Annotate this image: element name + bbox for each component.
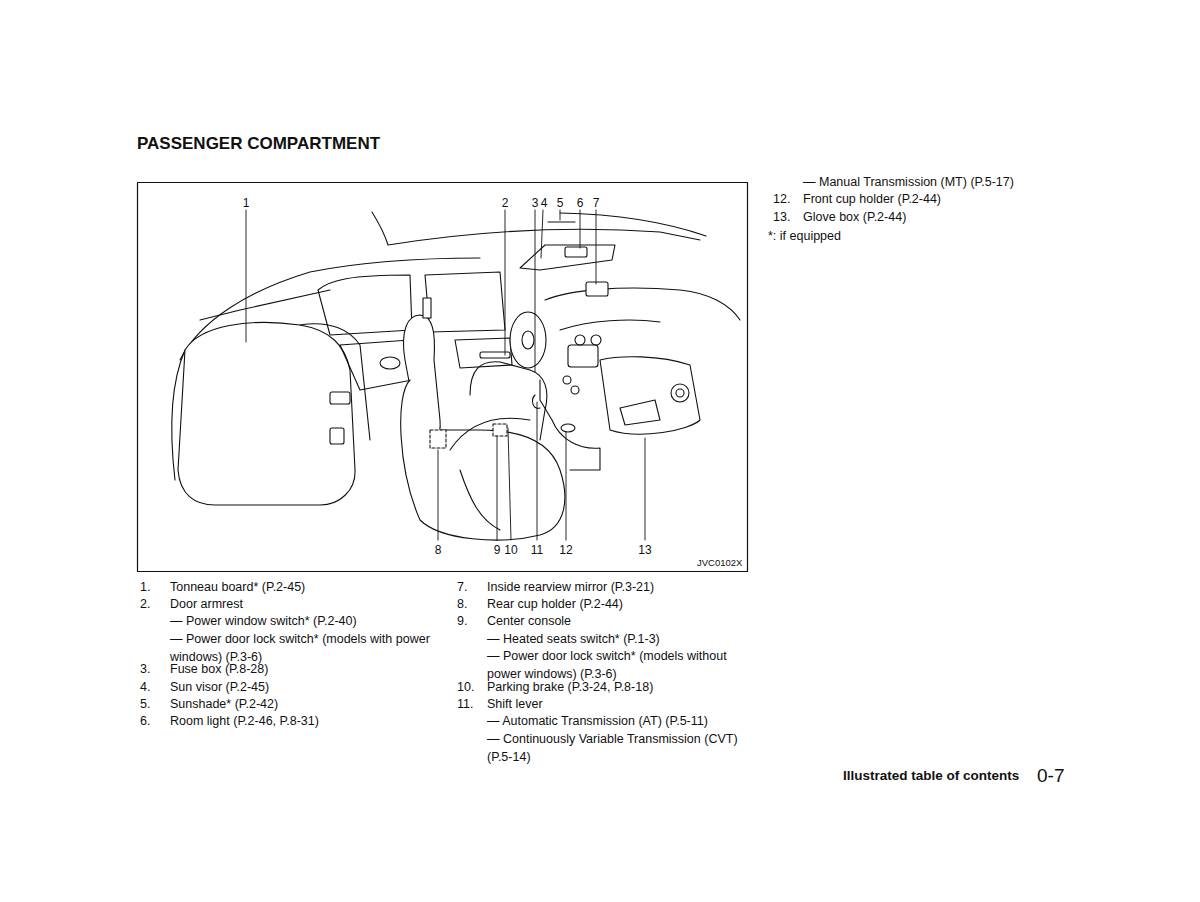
item-number: 12. [773, 191, 790, 209]
page-title: PASSENGER COMPARTMENT [137, 134, 380, 154]
page-number: 0-7 [1037, 766, 1064, 786]
callout-number: 13 [637, 544, 652, 556]
footnote: *: if equipped [768, 228, 841, 246]
item-number: 5. [140, 696, 150, 714]
section-footer: Illustrated table of contents [843, 768, 1019, 784]
item-number: 8. [457, 596, 467, 614]
item-text: Front cup holder (P.2-44) [803, 191, 941, 209]
item-text: Shift lever [487, 696, 543, 714]
item-text: Glove box (P.2-44) [803, 209, 906, 227]
sub-item: — Continuously Variable Transmission (CV… [487, 731, 749, 766]
item-number: 9. [457, 613, 467, 631]
item-text: Parking brake (P.3-24, P.8-18) [487, 679, 653, 697]
callout-number: 3 [531, 197, 540, 209]
callout-number: 6 [576, 197, 585, 209]
item-text: Inside rearview mirror (P.3-21) [487, 579, 654, 597]
sub-item: — Power window switch* (P.2-40) [170, 613, 357, 631]
item-text: Sun visor (P.2-45) [170, 679, 269, 697]
callout-number: 10 [503, 544, 518, 556]
callout-number: 5 [556, 197, 565, 209]
item-number: 7. [457, 579, 467, 597]
sub-item: — Automatic Transmission (AT) (P.5-11) [487, 713, 708, 731]
item-number: 10. [457, 679, 474, 697]
sub-item: — Manual Transmission (MT) (P.5-17) [803, 174, 1014, 192]
callout-number: 11 [530, 544, 544, 556]
item-number: 13. [773, 209, 790, 227]
item-text: Sunshade* (P.2-42) [170, 696, 278, 714]
callout-number: 1 [242, 197, 251, 209]
callout-number: 2 [501, 197, 510, 209]
callout-number: 4 [540, 197, 549, 209]
sub-item: — Power door lock switch* (models withou… [487, 648, 749, 683]
callout-number: 12 [558, 544, 573, 556]
sub-item: — Power door lock switch* (models with p… [170, 631, 438, 666]
figure-code: JVC0102X [697, 558, 742, 568]
item-text: Rear cup holder (P.2-44) [487, 596, 623, 614]
callout-number: 8 [434, 544, 443, 556]
item-number: 11. [457, 696, 473, 714]
item-text: Door armrest [170, 596, 243, 614]
item-number: 3. [140, 661, 150, 679]
sub-item: — Heated seats switch* (P.1-3) [487, 631, 660, 649]
item-text: Center console [487, 613, 571, 631]
callout-number: 9 [493, 544, 502, 556]
item-text: Tonneau board* (P.2-45) [170, 579, 305, 597]
callout-number: 7 [592, 197, 601, 209]
item-text: Room light (P.2-46, P.8-31) [170, 713, 319, 731]
item-text: Fuse box (P.8-28) [170, 661, 268, 679]
item-number: 2. [140, 596, 150, 614]
item-number: 6. [140, 713, 150, 731]
item-number: 1. [140, 579, 150, 597]
item-number: 4. [140, 679, 150, 697]
